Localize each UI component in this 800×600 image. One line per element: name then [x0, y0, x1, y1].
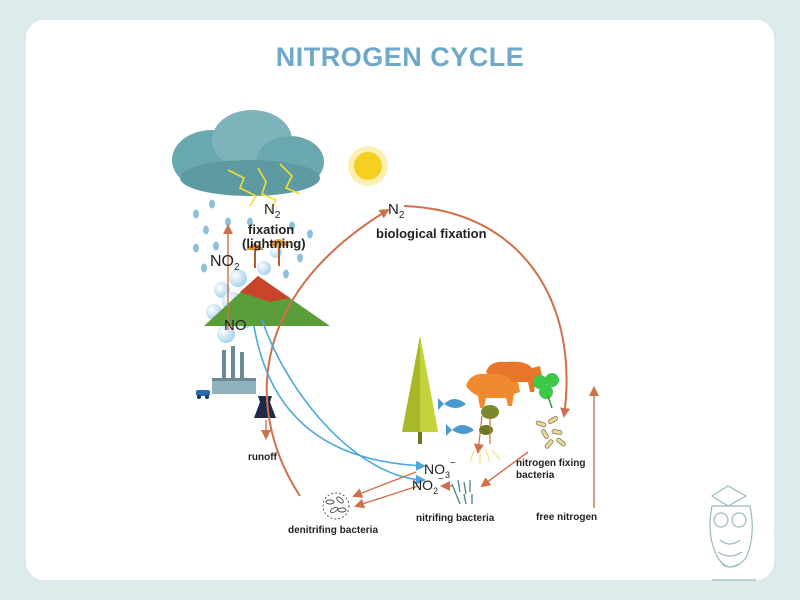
fish-icon [438, 398, 474, 436]
storm-cloud-icon [172, 110, 324, 196]
factory-icon [212, 346, 256, 394]
fixation-lightning-label-1: fixation [248, 222, 294, 237]
nitrogen-fixing-bacteria-label-2: bacteria [516, 470, 555, 481]
n2-label-right: N2 [388, 201, 405, 221]
lightning-icon [227, 163, 301, 213]
fertilizer-bag-icon [254, 396, 276, 418]
cattle-icon [466, 361, 542, 408]
denitrifing-bacteria-label: denitrifing bacteria [288, 525, 378, 536]
runoff-label: runoff [248, 452, 278, 463]
no2-minus-label: NO2− [412, 474, 444, 496]
owl-logo [709, 485, 756, 581]
mushroom-icon [246, 239, 290, 268]
roots-icon [469, 449, 501, 464]
clover-icon [533, 373, 559, 409]
nitrifing-bacteria-label: nitrifing bacteria [416, 513, 495, 524]
no3-label: NO3− [424, 458, 456, 480]
page-title: NITROGEN CYCLE [275, 42, 525, 72]
rain-drops [193, 199, 313, 279]
nitrogen-fixing-bacteria-icon [535, 416, 566, 449]
n2-label-top: N2 [264, 201, 281, 221]
nitrogen-fixing-bacteria-label-1: nitrogen fixing [516, 458, 585, 469]
no-label: NO [224, 317, 247, 334]
denitrifying-bacteria-icon [322, 492, 350, 520]
fixation-lightning-label-2: (lightning) [242, 236, 306, 251]
sun-icon [348, 146, 388, 186]
biological-fixation-label: biological fixation [376, 226, 487, 241]
free-nitrogen-label: free nitrogen [536, 512, 597, 523]
mountain-icon [204, 276, 330, 326]
tree-icon [402, 336, 438, 444]
car-icon [196, 390, 210, 399]
no2-label: NO2 [210, 253, 240, 273]
nitrifying-bacteria-icon [451, 479, 473, 505]
mushroom-pair-icon [479, 405, 499, 444]
diagram-card [26, 20, 774, 580]
